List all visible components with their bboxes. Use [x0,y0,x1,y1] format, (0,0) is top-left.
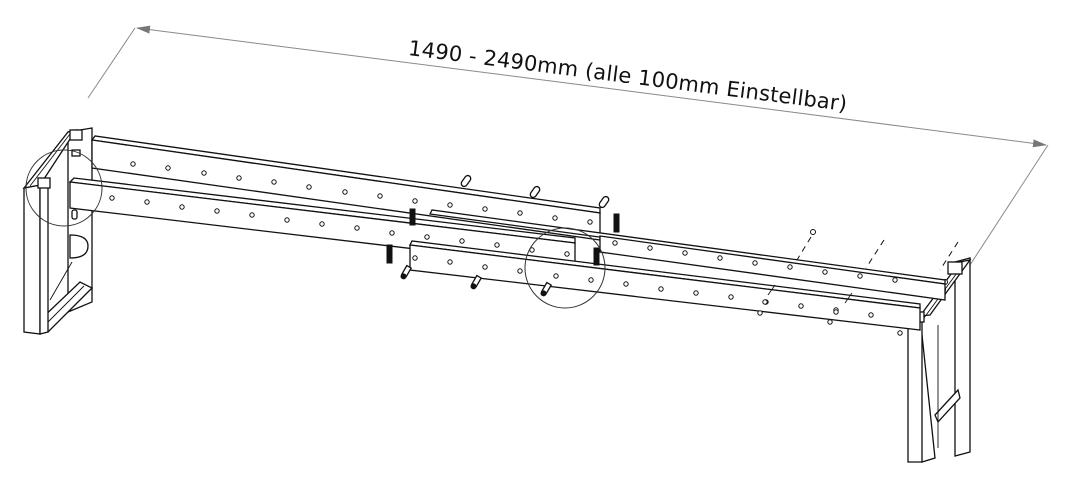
front-rail-right [409,240,921,331]
connector-bolts-bottom [400,264,553,297]
rear-rail-holes [130,161,898,283]
right-fasteners [757,229,959,336]
detail-circle-left [25,149,103,227]
left-leg-frame [22,127,94,335]
rail-brackets [386,208,620,266]
detail-circle-center [524,227,606,309]
connector-bolts-top [460,174,610,209]
dimension-line [87,25,1049,266]
